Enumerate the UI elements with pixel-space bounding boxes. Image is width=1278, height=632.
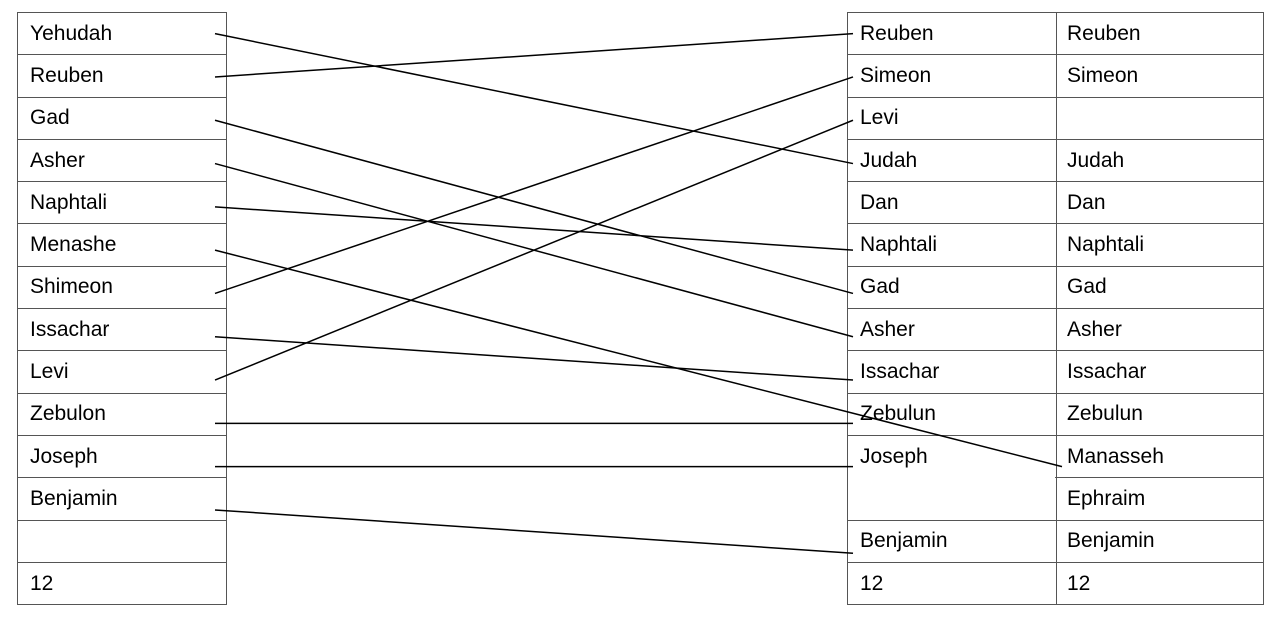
left-row [18,521,226,563]
left-row: Yehudah [18,13,226,56]
middle-row: Naphtali [848,224,1056,267]
connection-line [214,206,854,251]
right-row [1055,98,1263,140]
left-row: Levi [18,351,226,394]
connection-line [214,76,854,295]
middle-tribe-column: Reuben Simeon Levi Judah Dan Naphtali Ga… [847,12,1057,606]
connection-line [214,336,854,381]
left-row: Naphtali [18,182,226,225]
right-tribe-column: Reuben Simeon Judah Dan Naphtali Gad Ash… [1055,12,1264,606]
right-row: Judah [1055,140,1263,183]
connection-line [214,119,854,295]
middle-row: Reuben [848,13,1056,56]
left-row: Asher [18,140,226,183]
middle-row: Joseph [860,445,928,469]
right-row: Manasseh [1055,436,1263,479]
connection-line [214,162,854,338]
right-row: Benjamin [1055,521,1263,563]
right-count: 12 [1055,563,1263,606]
left-row: Reuben [18,55,226,98]
right-row: Simeon [1055,55,1263,98]
left-row: Menashe [18,224,226,267]
middle-count: 12 [848,563,1056,606]
middle-row: Dan [848,182,1056,225]
connection-line [214,32,854,165]
left-row: Joseph [18,436,226,479]
right-row: Issachar [1055,351,1263,394]
left-tribe-column: Yehudah Reuben Gad Asher Naphtali Menash… [17,12,227,606]
left-row: Shimeon [18,267,226,310]
middle-row: Benjamin [848,521,1056,563]
right-row: Dan [1055,182,1263,225]
middle-row: Judah [848,140,1056,183]
left-count: 12 [18,563,226,606]
middle-row [848,478,1056,521]
left-row: Zebulon [18,394,226,436]
middle-row: Levi [848,98,1056,140]
right-row: Zebulun [1055,394,1263,436]
middle-row: Gad [848,267,1056,310]
middle-row: Simeon [848,55,1056,98]
left-row: Issachar [18,309,226,352]
connection-line [214,119,854,381]
middle-row: Zebulun [848,394,1056,436]
middle-row: Issachar [848,351,1056,394]
connection-line [214,509,854,554]
left-row: Benjamin [18,478,226,521]
right-row: Asher [1055,309,1263,352]
middle-row: Asher [848,309,1056,352]
right-row: Reuben [1055,13,1263,56]
left-row: Gad [18,98,226,140]
right-row: Gad [1055,267,1263,310]
connection-line [214,32,854,78]
right-row: Naphtali [1055,224,1263,267]
right-row: Ephraim [1055,478,1263,521]
